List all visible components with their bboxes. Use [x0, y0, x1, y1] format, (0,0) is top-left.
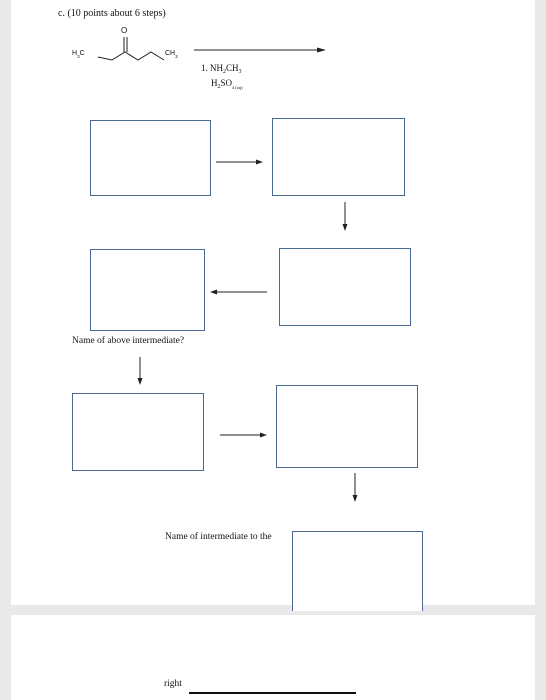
reaction-drawing — [97, 37, 358, 502]
arrow-4-head — [137, 378, 143, 385]
carbonyl-oxygen-label: O — [121, 26, 128, 35]
answer-box-6[interactable] — [276, 385, 418, 468]
arrow-6-head — [352, 495, 358, 502]
arrow-3-head — [210, 289, 217, 295]
answer-box-5[interactable] — [72, 393, 204, 471]
methyl-right-label: CH3 — [165, 50, 178, 59]
reagent-line-1: 1. NH2CH3 — [201, 63, 242, 75]
answer-box-7[interactable] — [292, 531, 423, 611]
arrow-1-head — [256, 159, 263, 165]
question-title: c. (10 points about 6 steps) — [58, 8, 166, 19]
methyl-left-label: H3C — [72, 50, 85, 59]
intermediate-right-prompt: Name of intermediate to the — [165, 532, 272, 542]
answer-box-4[interactable] — [279, 248, 411, 326]
butanone-skeleton — [97, 51, 165, 61]
arrow-5-head — [260, 432, 267, 438]
worksheet-page-1: c. (10 points about 6 steps) O H3C CH3 1… — [11, 0, 535, 611]
answer-box-2[interactable] — [272, 118, 405, 196]
worksheet-page-2: right — [11, 615, 535, 700]
right-word: right — [164, 679, 182, 689]
answer-box-1[interactable] — [90, 120, 211, 196]
reaction-arrow-head — [317, 47, 326, 53]
reagent-line-2: H2SO4 (aq) — [211, 78, 243, 90]
above-intermediate-prompt: Name of above intermediate? — [72, 336, 185, 346]
arrow-2-head — [342, 224, 348, 231]
answer-box-3[interactable] — [90, 249, 205, 331]
answer-underline[interactable] — [189, 692, 356, 694]
